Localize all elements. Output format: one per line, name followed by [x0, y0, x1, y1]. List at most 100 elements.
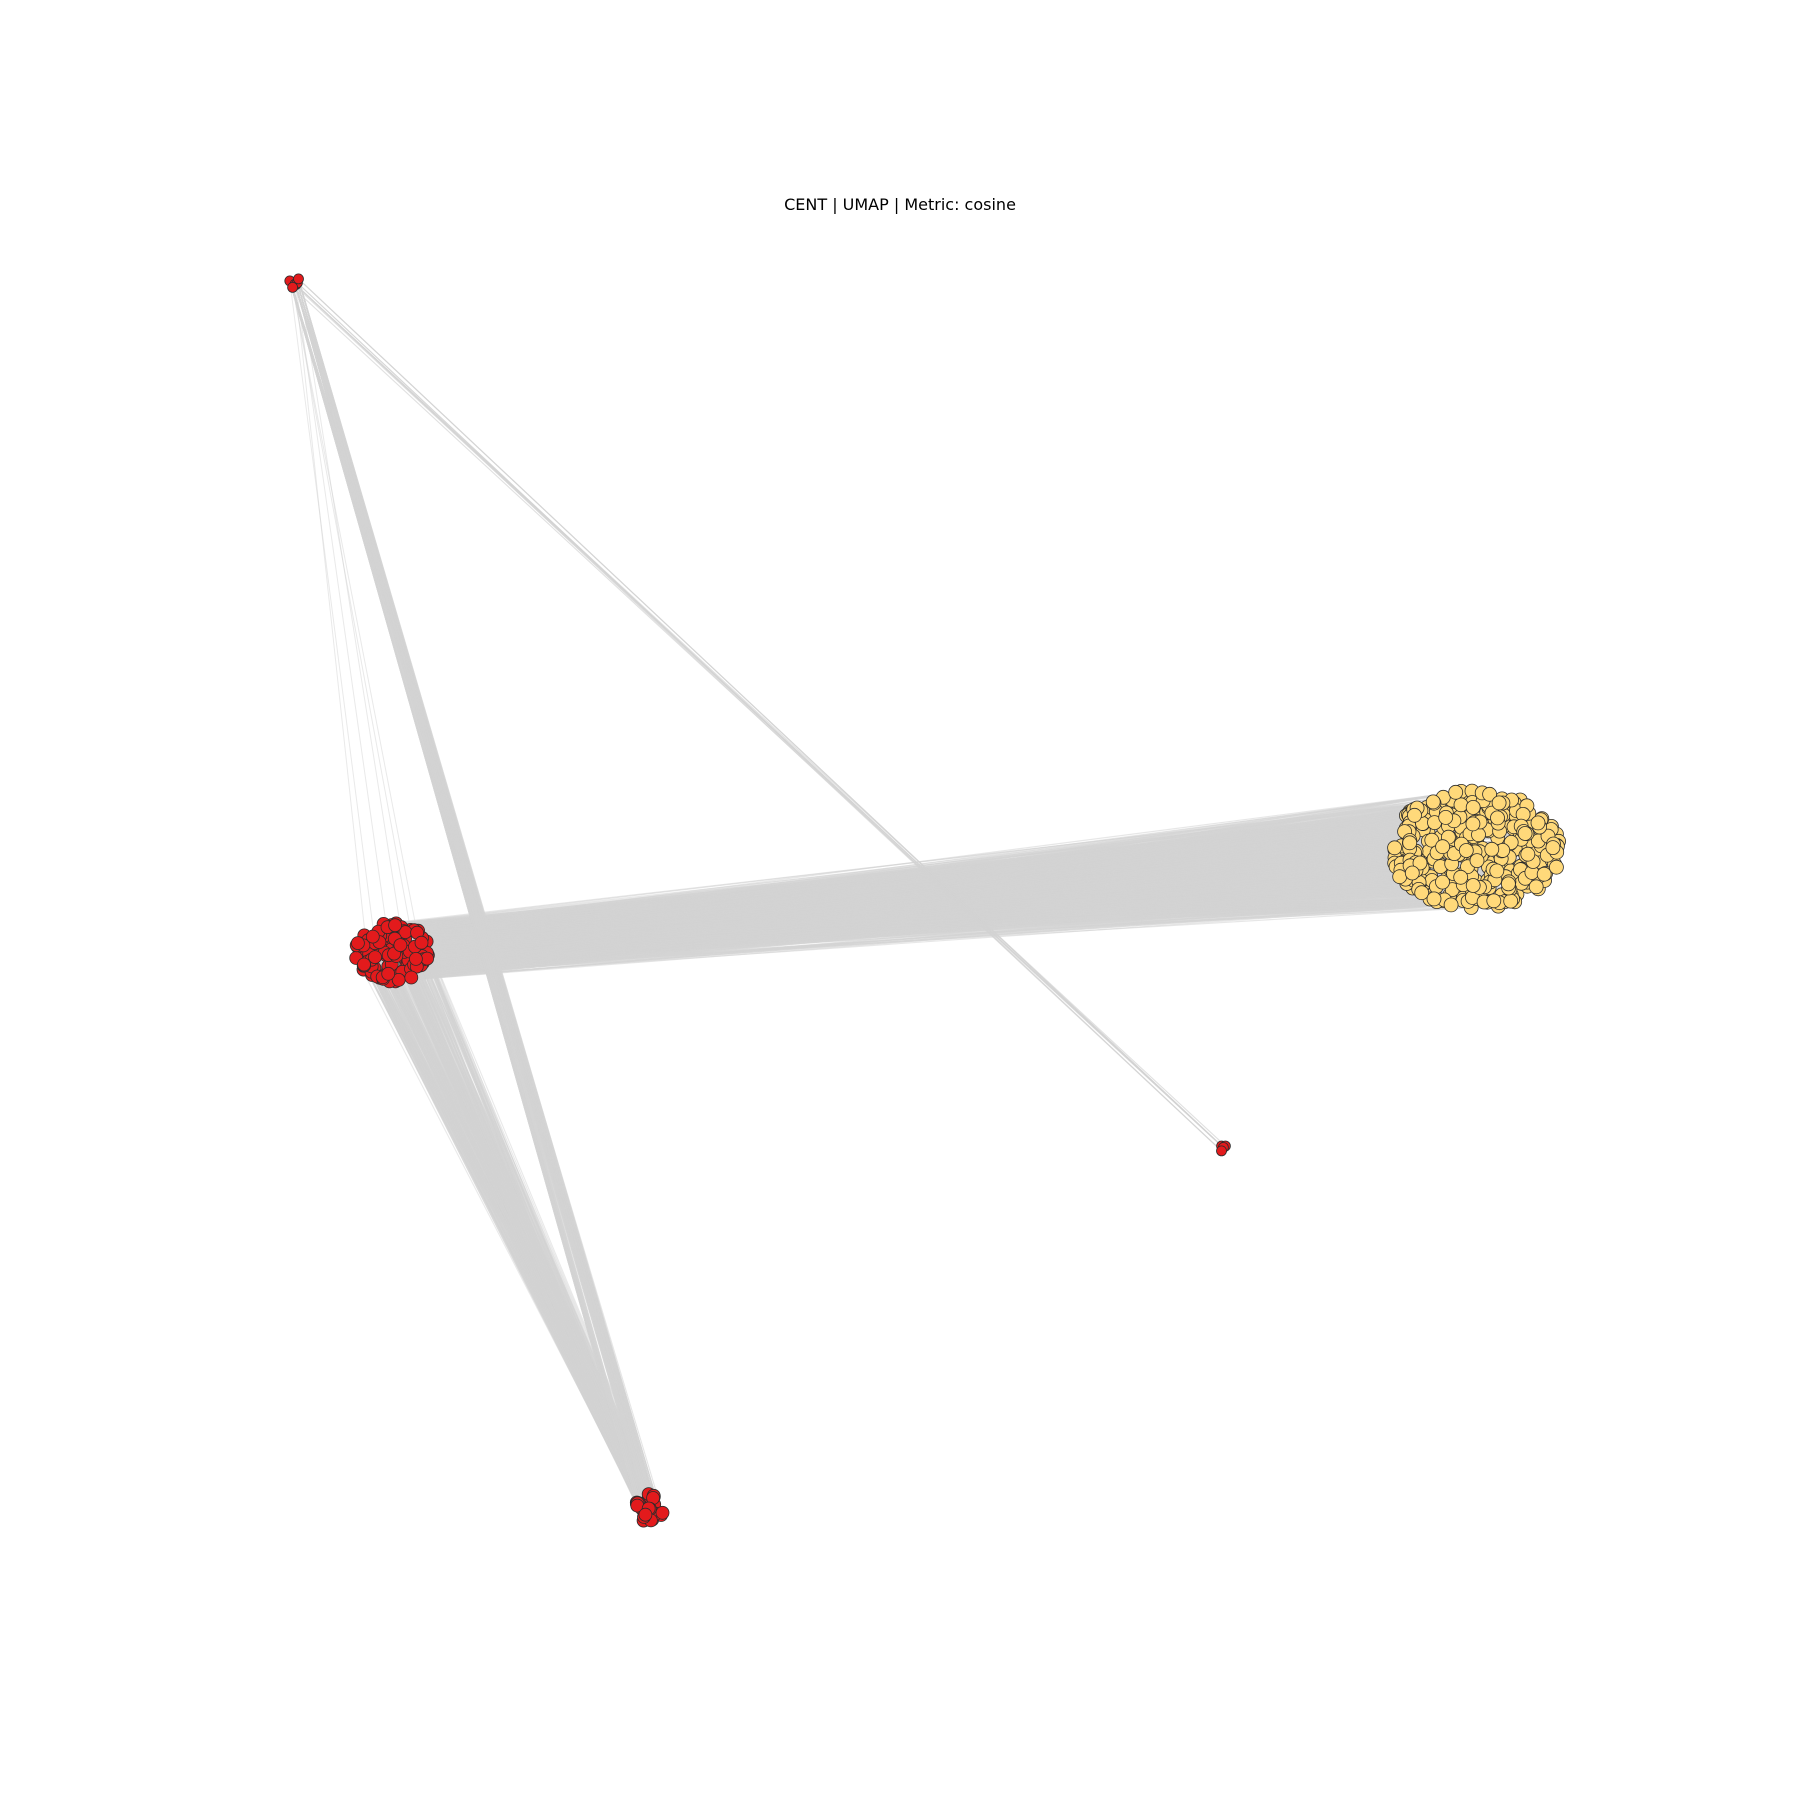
graph-edge — [384, 845, 1542, 936]
graph-edge — [295, 284, 651, 1510]
graph-node — [1530, 815, 1546, 831]
graph-node — [1491, 795, 1507, 811]
graph-edge — [295, 284, 393, 965]
graph-edge — [399, 945, 645, 1518]
graph-node — [408, 952, 423, 966]
graph-edge — [377, 900, 1444, 978]
graph-edge — [357, 943, 645, 1518]
graph-node — [1435, 839, 1450, 855]
graph-edge — [289, 280, 375, 937]
node-layer — [284, 273, 1566, 1528]
graph-node — [1482, 786, 1497, 802]
edge-layer — [289, 278, 1559, 1521]
graph-edge — [294, 284, 369, 962]
graph-node — [1435, 874, 1450, 890]
graph-node — [414, 935, 429, 950]
graph-edge — [379, 946, 638, 1503]
graph-node — [287, 281, 299, 293]
graph-node — [1426, 891, 1442, 907]
graph-edge — [371, 876, 1471, 941]
graph-edge — [392, 815, 1410, 950]
graph-node — [350, 936, 365, 950]
graph-node — [1486, 893, 1502, 909]
graph-node — [655, 1505, 670, 1520]
graph-node — [368, 950, 382, 964]
graph-node — [1453, 797, 1469, 813]
graph-node — [1501, 876, 1516, 892]
graph-node — [1392, 869, 1408, 885]
graph-edge — [427, 884, 1419, 960]
graph-node — [381, 966, 396, 981]
graph-node — [1503, 893, 1519, 909]
graph-node — [1404, 865, 1420, 881]
graph-node — [1465, 816, 1481, 832]
graph-edge — [292, 287, 417, 959]
graph-edge — [292, 286, 1222, 1147]
graph-edge — [394, 819, 1430, 977]
graph-edge — [298, 278, 407, 961]
graph-edge — [388, 884, 1456, 981]
graph-edge — [294, 283, 1224, 1148]
graph-node — [1520, 846, 1536, 862]
graph-edge — [296, 282, 651, 1497]
graph-edge — [297, 278, 662, 1516]
graph-node — [393, 938, 408, 952]
graph-edge — [298, 278, 1224, 1148]
graph-node — [1469, 853, 1485, 868]
graph-edge — [374, 901, 1515, 969]
graph-node — [1536, 866, 1552, 882]
graph-node — [1402, 835, 1418, 851]
graph-node — [1489, 863, 1505, 879]
graph-node — [293, 273, 304, 285]
graph-node — [1453, 869, 1469, 885]
graph-edge — [388, 974, 638, 1503]
graph-node — [404, 970, 419, 985]
graph-edge — [292, 287, 655, 1496]
graph-node — [1448, 784, 1464, 800]
graph-node — [638, 1507, 653, 1522]
graph-node — [1414, 885, 1430, 901]
graph-edge — [362, 948, 639, 1504]
graph-node — [1443, 897, 1459, 913]
graph-edge — [399, 901, 1485, 947]
graph-edge — [374, 809, 1432, 945]
graph-node — [1465, 878, 1481, 893]
graph-edge — [422, 962, 649, 1514]
graph-edge — [403, 885, 1528, 947]
graph-edge — [426, 790, 1462, 943]
graph-edge — [292, 287, 418, 933]
graph-node — [1407, 807, 1422, 823]
graph-node — [1484, 841, 1500, 857]
graph-edge — [388, 809, 1414, 975]
graph-node — [1425, 794, 1441, 810]
graph-node — [1412, 855, 1428, 871]
graph-edge — [363, 964, 638, 1503]
graph-node — [1549, 859, 1564, 875]
plot-title: CENT | UMAP | Metric: cosine — [784, 195, 1016, 214]
graph-node — [1490, 810, 1505, 826]
graph-edge — [390, 872, 1511, 938]
graph-node — [1424, 832, 1440, 848]
graph-edge — [400, 926, 652, 1521]
graph-node — [388, 918, 403, 933]
graph-node — [1458, 843, 1474, 858]
graph-node — [1545, 840, 1561, 855]
graph-edge — [370, 790, 1462, 947]
graph-node — [1216, 1145, 1227, 1157]
graph-node — [1517, 826, 1533, 841]
graph-node — [357, 957, 371, 972]
graph-node — [1438, 810, 1454, 825]
graph-edge — [289, 280, 638, 1505]
graph-node — [1387, 840, 1402, 856]
graph-node — [1528, 879, 1544, 895]
graph-edge — [292, 287, 654, 1513]
graph-edge — [390, 881, 1443, 948]
graph-edge — [289, 280, 650, 1509]
graph-edge — [421, 810, 1507, 948]
graph-edge — [391, 898, 1513, 937]
graph-node — [365, 929, 380, 944]
graph-edge — [388, 809, 1414, 949]
graph-edge — [367, 863, 1555, 963]
